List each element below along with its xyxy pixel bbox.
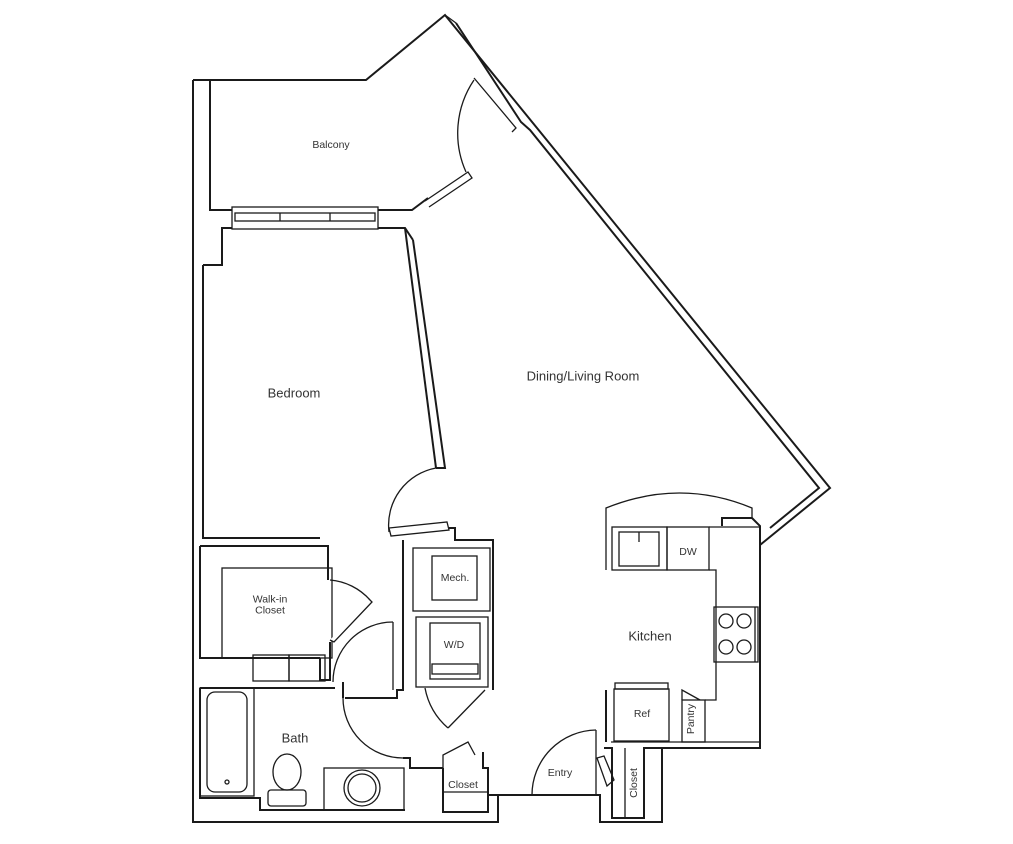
room-label-pantry: Pantry [684,703,697,735]
exterior-walls [192,13,832,823]
bedroom-door [387,467,494,690]
room-label-bedroom: Bedroom [267,385,321,401]
balcony-window [231,197,429,241]
room-label-walk-in-closet: Walk-in Closet [252,593,288,616]
room-label-kitchen: Kitchen [628,628,672,644]
room-label-balcony: Balcony [312,138,350,151]
entry-door [488,729,597,796]
room-label-mech: Mech. [440,571,470,584]
utility-core [332,540,491,729]
appliance-label-dishwasher: DW [679,545,697,558]
kitchen [605,492,761,743]
room-label-dining-living: Dining/Living Room [526,368,640,384]
appliance-label-refrigerator: Ref [633,707,651,720]
bedroom-partition-wall [404,227,447,469]
room-label-hall-closet: Closet [448,778,478,791]
room-label-wd: W/D [443,638,465,651]
hall-closet [442,741,489,813]
balcony-door [424,77,517,208]
cooktop-burners [718,613,752,655]
bath [199,687,443,811]
room-label-bath: Bath [281,730,309,746]
room-label-entry: Entry [547,766,573,779]
walk-in-closet [199,545,373,682]
entry-closet [596,747,662,819]
room-label-entry-closet: Closet [627,768,640,798]
